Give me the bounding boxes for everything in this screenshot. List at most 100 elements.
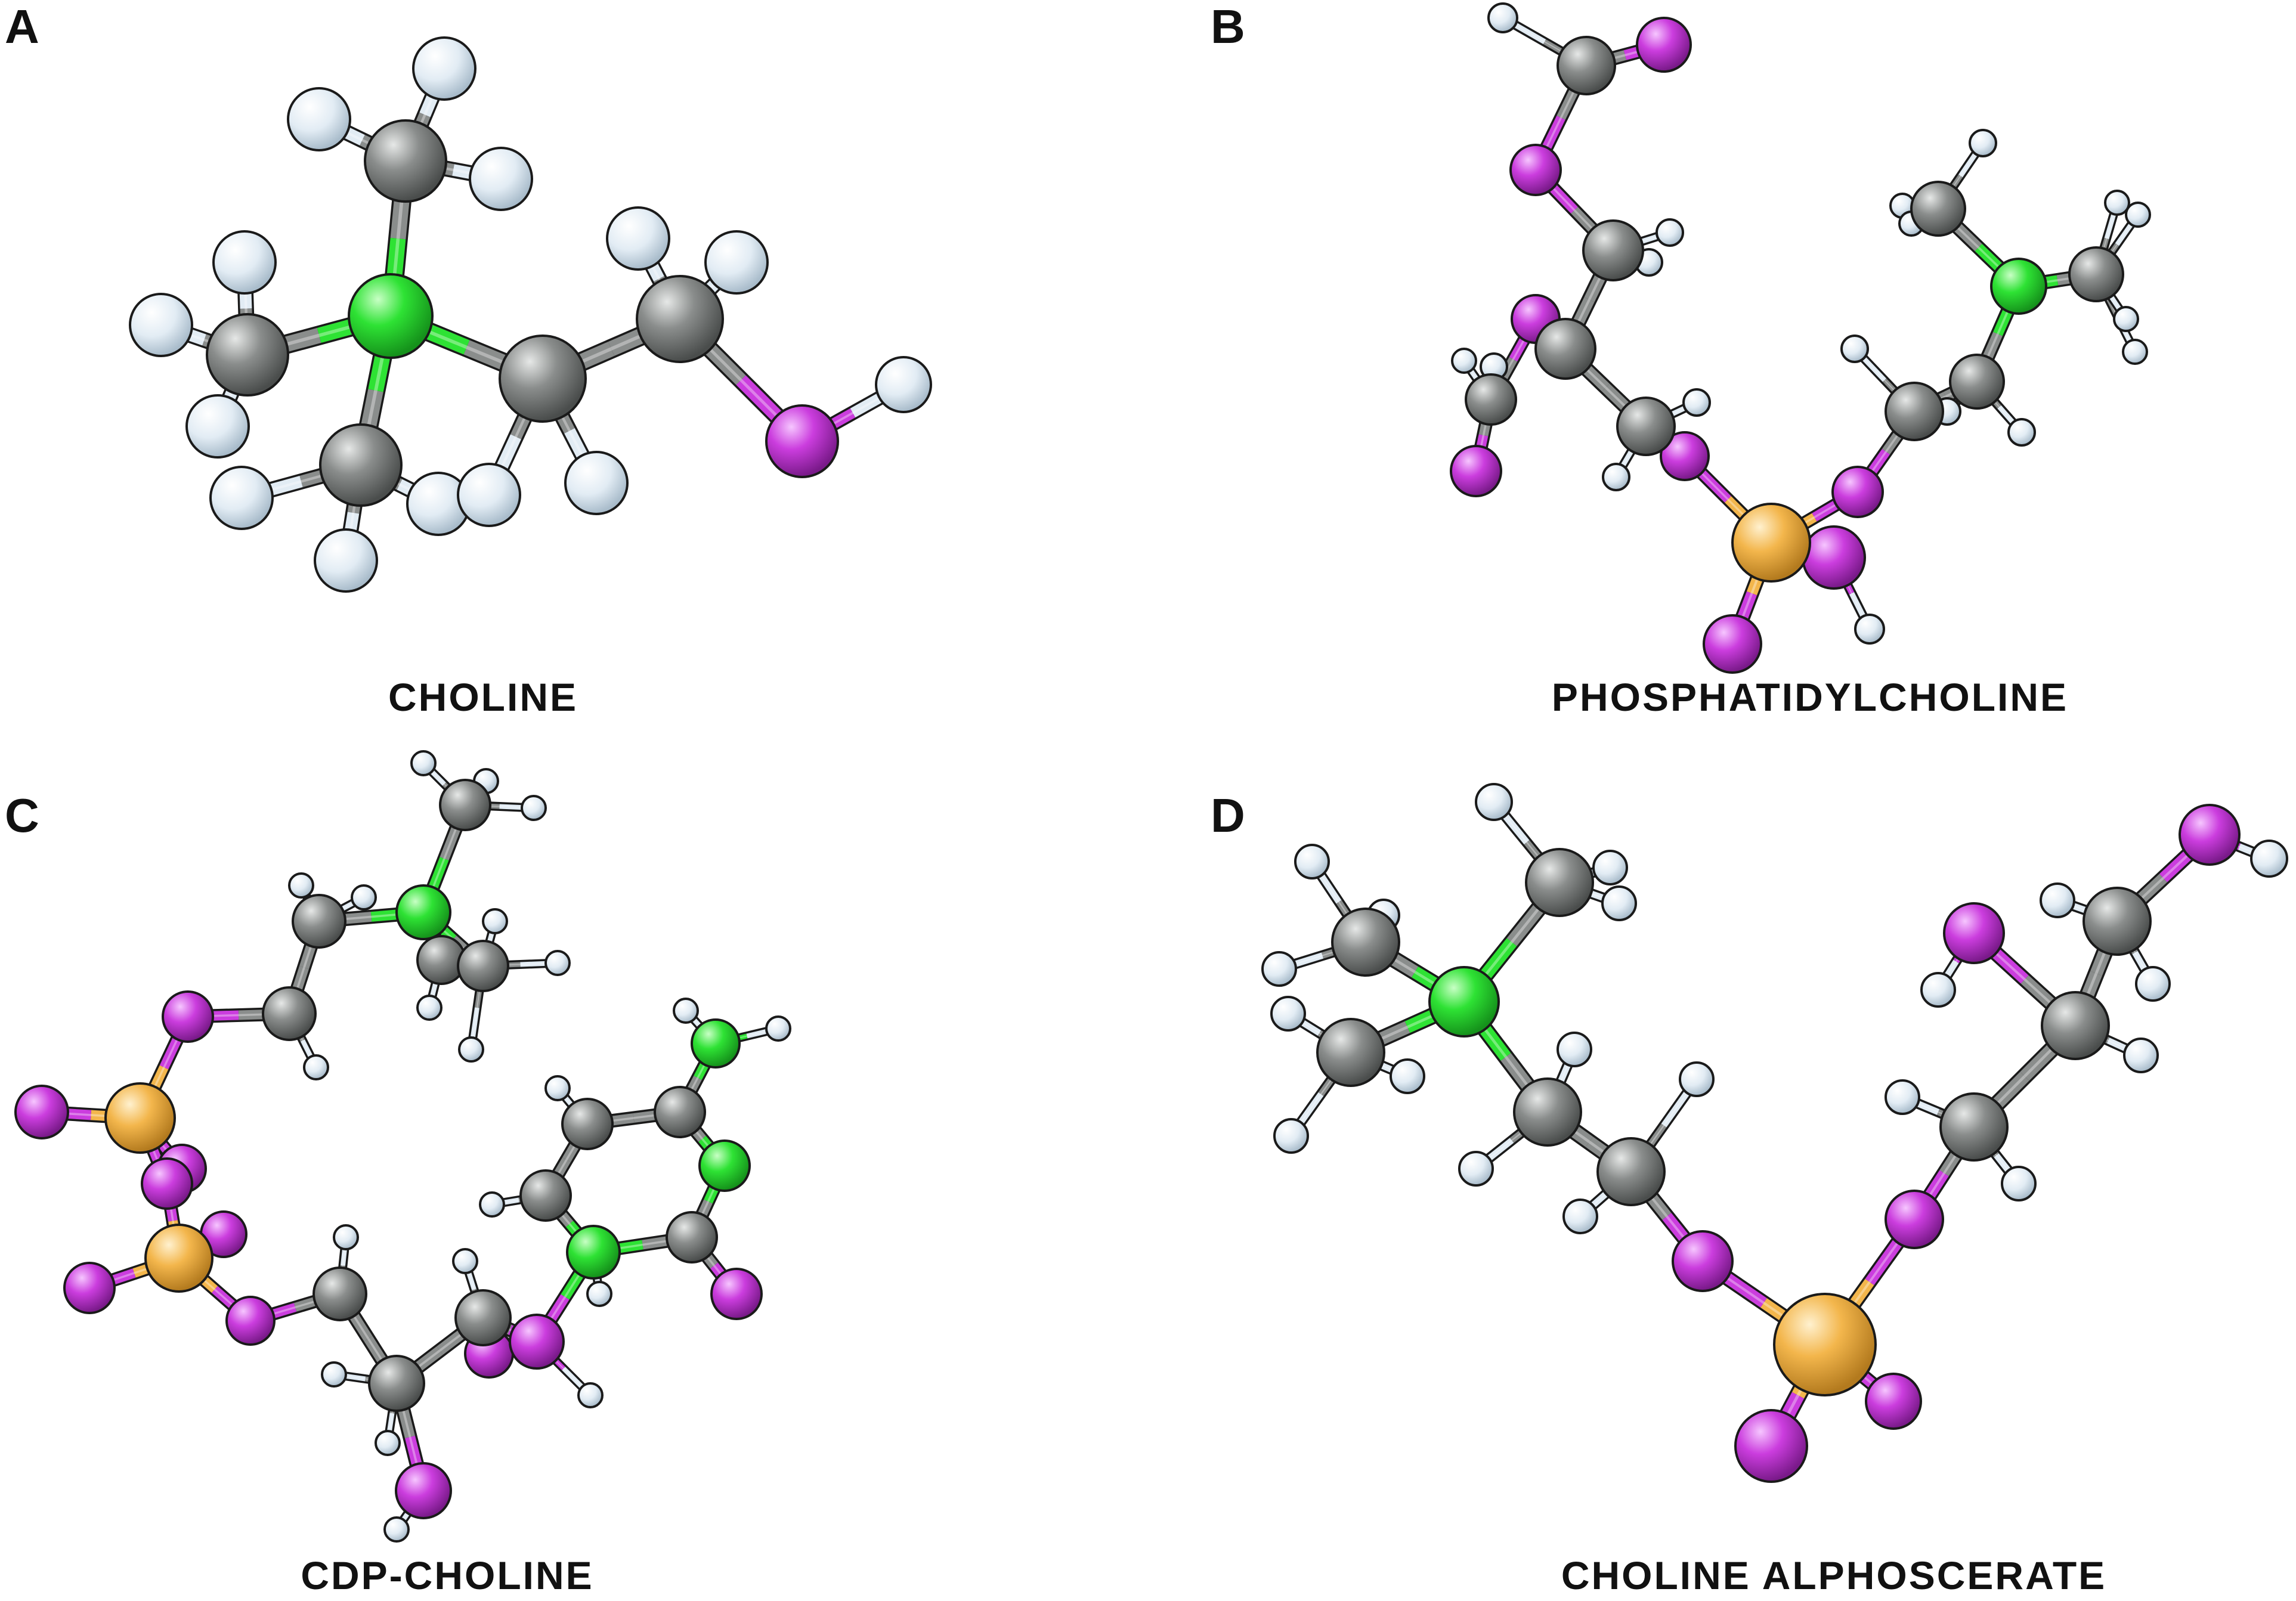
panel-letter-b: B xyxy=(1211,0,1245,53)
cdp-choline-atom-hydrogen-39 xyxy=(333,1224,359,1250)
choline-alphoscerate-molecule xyxy=(1261,783,2288,1483)
cdp-choline-atom-oxygen-17 xyxy=(395,1462,452,1519)
phosphatidylcholine-molecule xyxy=(1450,2,2151,674)
cdp-choline-atom-hydrogen-32 xyxy=(544,950,571,976)
phosphatidylcholine-atom-hydrogen-30 xyxy=(1969,129,1997,157)
phosphatidylcholine-atom-carbon-8 xyxy=(1616,397,1676,456)
cdp-choline-atom-phosphorus-7 xyxy=(104,1082,176,1154)
cdp-choline-molecule xyxy=(14,750,791,1543)
choline-alphoscerate-atom-phosphorus-7 xyxy=(1773,1293,1877,1396)
cdp-choline-atom-carbon-2 xyxy=(457,940,509,992)
phosphatidylcholine-atom-carbon-6 xyxy=(1465,373,1517,426)
phosphatidylcholine-atom-hydrogen-19 xyxy=(1487,2,1518,33)
phosphatidylcholine-atom-hydrogen-33 xyxy=(2104,190,2130,216)
choline-alphoscerate-atom-hydrogen-28 xyxy=(1562,1199,1598,1234)
choline-atom-hydrogen-18 xyxy=(606,206,670,271)
cdp-choline-atom-hydrogen-33 xyxy=(458,1036,484,1063)
phosphatidylcholine-atom-oxygen-2 xyxy=(1509,144,1562,196)
choline-alphoscerate-atom-hydrogen-17 xyxy=(1592,850,1628,885)
cdp-choline-atom-carbon-4 xyxy=(292,894,346,949)
phosphatidylcholine-atom-hydrogen-34 xyxy=(2125,202,2151,228)
choline-alphoscerate-atom-oxygen-13 xyxy=(1943,902,2005,964)
phosphatidylcholine-atom-hydrogen-24 xyxy=(1682,388,1711,417)
choline-alphoscerate-atom-hydrogen-19 xyxy=(1294,844,1330,880)
choline-alphoscerate-atom-carbon-11 xyxy=(1939,1092,2009,1162)
choline-alphoscerate-atom-hydrogen-34 xyxy=(2135,966,2171,1002)
phosphatidylcholine-atom-carbon-0 xyxy=(1557,36,1616,95)
choline-alphoscerate-atom-hydrogen-26 xyxy=(1458,1151,1494,1187)
molecule-name-phosphatidylcholine: PHOSPHATIDYLCHOLINE xyxy=(1552,675,2068,719)
cdp-choline-atom-hydrogen-45 xyxy=(479,1191,505,1218)
choline-alphoscerate-atom-hydrogen-35 xyxy=(2250,840,2288,878)
choline-alphoscerate-atom-carbon-1 xyxy=(1525,848,1594,917)
choline-alphoscerate-atom-hydrogen-23 xyxy=(1273,1118,1309,1154)
cdp-choline-atom-hydrogen-44 xyxy=(577,1382,604,1408)
phosphatidylcholine-atom-hydrogen-26 xyxy=(1854,614,1885,645)
phosphatidylcholine-atom-carbon-14 xyxy=(1885,382,1944,441)
choline-alphoscerate-atom-hydrogen-24 xyxy=(1390,1058,1425,1094)
cdp-choline-atom-hydrogen-40 xyxy=(321,1361,347,1388)
choline-alphoscerate-atom-hydrogen-29 xyxy=(1885,1079,1920,1115)
cdp-choline-atom-nitrogen-25 xyxy=(698,1139,751,1192)
cdp-choline-atom-carbon-23 xyxy=(561,1098,614,1150)
cdp-choline-atom-carbon-24 xyxy=(654,1086,706,1138)
choline-alphoscerate-atom-carbon-4 xyxy=(1513,1077,1582,1147)
choline-alphoscerate-atom-oxygen-15 xyxy=(2179,804,2241,866)
choline-alphoscerate-atom-oxygen-9 xyxy=(1865,1373,1922,1430)
cdp-choline-atom-oxygen-10 xyxy=(141,1157,193,1210)
panel-d-choline-alphoscerate: D CHOLINE ALPHOSCERATE xyxy=(1211,783,2288,1597)
choline-alphoscerate-atom-hydrogen-16 xyxy=(1475,783,1513,821)
molecule-name-choline: CHOLINE xyxy=(388,675,578,719)
choline-alphoscerate-atom-hydrogen-18 xyxy=(1601,885,1637,921)
cdp-choline-atom-hydrogen-29 xyxy=(410,750,437,776)
phosphatidylcholine-atom-oxygen-7 xyxy=(1450,445,1502,497)
choline-alphoscerate-atom-hydrogen-32 xyxy=(1920,972,1956,1008)
choline-atom-hydrogen-8 xyxy=(287,87,351,151)
cdp-choline-atom-hydrogen-34 xyxy=(482,908,508,934)
choline-atom-carbon-5 xyxy=(636,275,724,363)
choline-alphoscerate-atom-carbon-2 xyxy=(1331,908,1400,977)
phosphatidylcholine-atom-hydrogen-35 xyxy=(2122,339,2148,365)
panel-a-choline: A CHOLINE xyxy=(5,0,932,719)
cdp-choline-atom-hydrogen-48 xyxy=(765,1015,791,1042)
molecule-name-choline-alphoscerate: CHOLINE ALPHOSCERATE xyxy=(1561,1553,2106,1597)
cdp-choline-atom-carbon-15 xyxy=(312,1266,367,1321)
phosphatidylcholine-atom-hydrogen-20 xyxy=(1656,218,1684,247)
choline-alphoscerate-atom-hydrogen-33 xyxy=(2040,882,2075,918)
choline-alphoscerate-atom-carbon-12 xyxy=(2041,991,2110,1060)
cdp-choline-atom-carbon-18 xyxy=(454,1289,512,1346)
phosphatidylcholine-atom-carbon-3 xyxy=(1582,219,1644,281)
panel-b-phosphatidylcholine: B PHOSPHATIDYLCHOLINE xyxy=(1211,0,2151,719)
panel-letter-d: D xyxy=(1211,789,1245,842)
choline-alphoscerate-atom-hydrogen-30 xyxy=(2001,1166,2037,1201)
choline-alphoscerate-atom-hydrogen-25 xyxy=(1557,1032,1592,1067)
choline-atom-hydrogen-20 xyxy=(875,356,932,413)
panel-letter-c: C xyxy=(5,789,39,842)
cdp-choline-atom-hydrogen-35 xyxy=(416,995,443,1021)
choline-alphoscerate-atom-hydrogen-21 xyxy=(1261,951,1297,987)
choline-atom-hydrogen-9 xyxy=(469,147,533,211)
panel-letter-a: A xyxy=(5,0,39,53)
phosphatidylcholine-atom-oxygen-13 xyxy=(1831,466,1884,518)
choline-atom-carbon-1 xyxy=(364,119,447,203)
cdp-choline-atom-nitrogen-28 xyxy=(691,1018,741,1069)
choline-alphoscerate-atom-nitrogen-0 xyxy=(1428,966,1500,1038)
choline-atom-hydrogen-16 xyxy=(457,463,521,527)
choline-atom-carbon-2 xyxy=(206,313,289,397)
cdp-choline-atom-oxygen-6 xyxy=(162,990,214,1043)
choline-atom-hydrogen-7 xyxy=(412,36,476,101)
cdp-choline-atom-nitrogen-0 xyxy=(395,884,451,940)
choline-alphoscerate-atom-carbon-5 xyxy=(1596,1137,1666,1206)
choline-atom-hydrogen-14 xyxy=(314,528,378,593)
cdp-choline-atom-oxygen-12 xyxy=(63,1262,116,1314)
cdp-choline-atom-carbon-16 xyxy=(368,1355,425,1412)
choline-alphoscerate-atom-hydrogen-31 xyxy=(2123,1038,2159,1073)
cdp-choline-atom-hydrogen-38 xyxy=(303,1054,329,1080)
cdp-choline-atom-oxygen-8 xyxy=(14,1085,69,1139)
phosphatidylcholine-atom-oxygen-11 xyxy=(1802,525,1866,590)
phosphatidylcholine-atom-carbon-15 xyxy=(1949,354,2005,410)
choline-atom-hydrogen-13 xyxy=(209,466,274,530)
phosphatidylcholine-atom-hydrogen-36 xyxy=(2113,306,2139,332)
choline-atom-hydrogen-11 xyxy=(129,293,193,357)
choline-alphoscerate-atom-carbon-14 xyxy=(2083,887,2152,956)
